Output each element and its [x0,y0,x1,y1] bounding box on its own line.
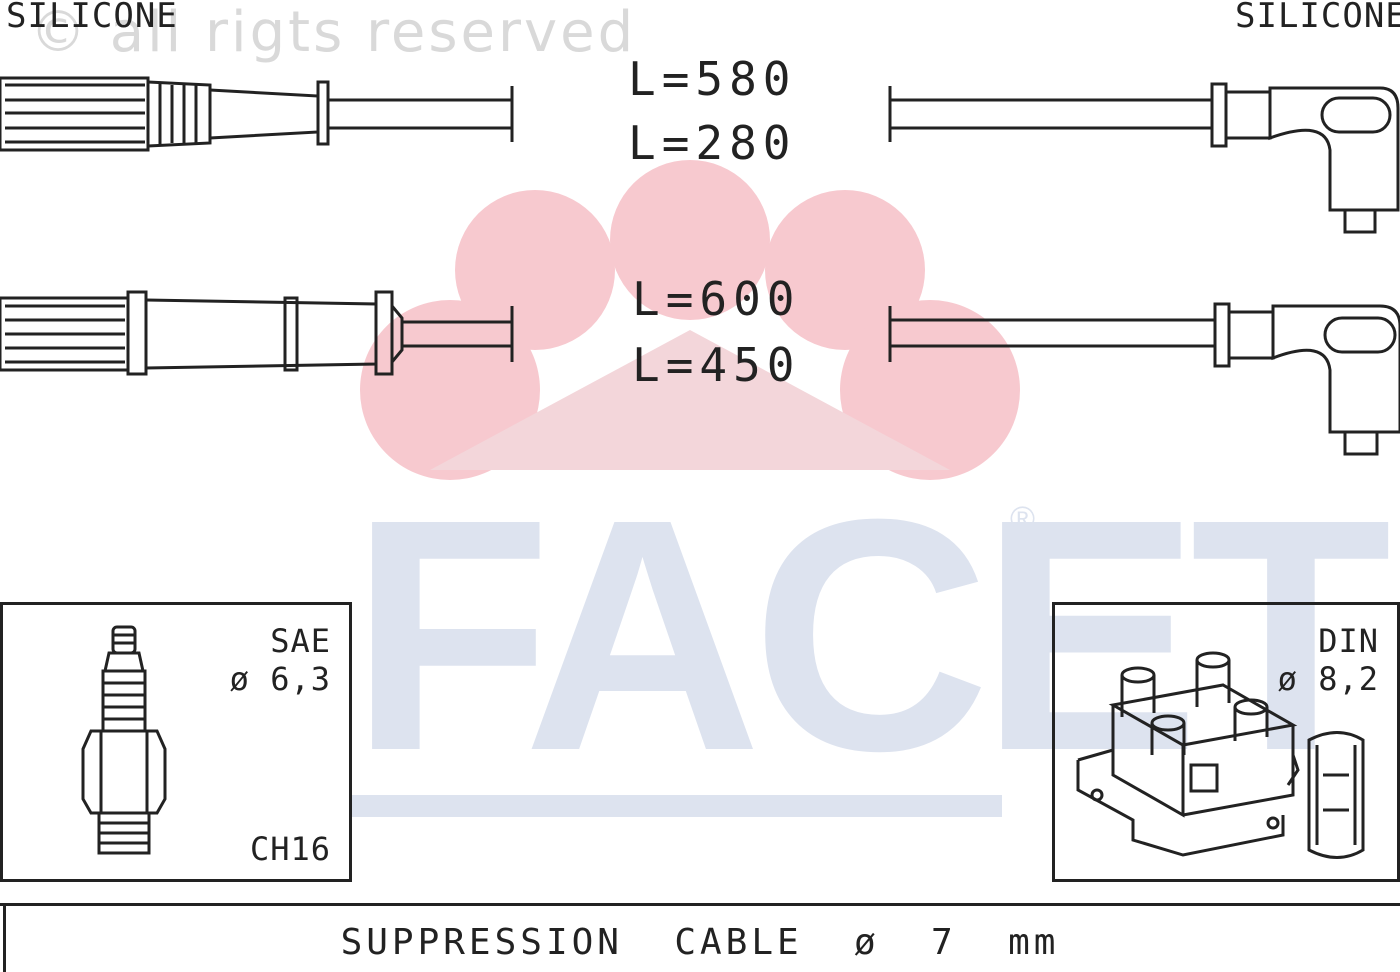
watermark-brand-text: FACET [350,450,1392,819]
ignition-coil-icon [1076,651,1365,859]
watermark-registered-mark: ® [1010,500,1036,538]
footer-left-edge [3,906,6,972]
cable-2-right-connector [888,302,1400,456]
cable-1-length-b: L=280 [628,116,797,170]
cable-left-material-label: SILICONE [6,0,178,36]
spark-plug-box: SAE ø 6,3 CH16 [0,602,352,882]
footer-text: SUPPRESSION CABLE ø 7 mm [340,922,1060,963]
cable-2-length-a: L=600 [632,272,801,326]
cable-2-left-connector [0,290,514,376]
cable-1-left-connector [0,76,514,152]
copyright-text: © all rigts reserved [30,0,637,65]
spark-plug-standard: SAE [270,622,331,660]
spark-plug-icon [81,625,167,855]
spark-plug-code: CH16 [249,830,331,868]
cable-drawing [0,76,1400,456]
cable-1-length-a: L=580 [628,52,797,106]
watermark-brand: FACET [350,470,1392,800]
spark-plug-diameter: ø 6,3 [229,660,331,698]
coil-diameter: ø 8,2 [1277,660,1379,698]
coil-standard: DIN [1318,622,1379,660]
ignition-coil-box: DIN ø 8,2 [1052,602,1400,882]
cable-1-right-connector [888,82,1400,234]
cable-2-length-b: L=450 [632,338,801,392]
footer-bar: SUPPRESSION CABLE ø 7 mm [0,903,1400,972]
cable-right-material-label: SILICONE [1235,0,1400,36]
